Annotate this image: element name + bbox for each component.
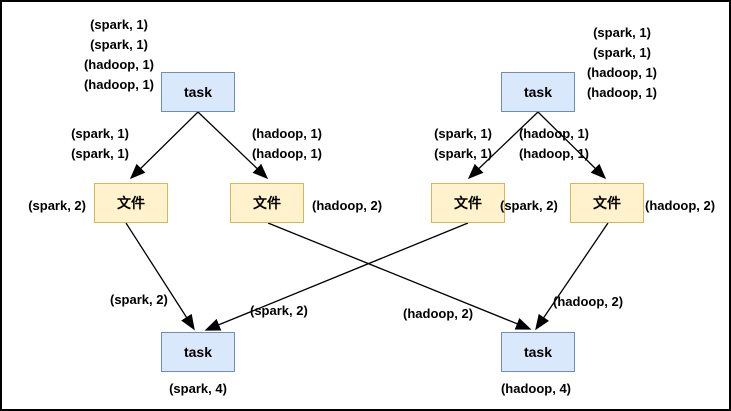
edge-pair: (hadoop, 1) — [251, 146, 323, 161]
input-pairs-right: (spark, 1) (spark, 1) (hadoop, 1) (hadoo… — [572, 23, 672, 103]
edge-pair: (spark, 1) — [434, 146, 492, 161]
edge-pair: (hadoop, 1) — [518, 126, 590, 141]
file-right-2-value-label: (hadoop, 2) — [645, 198, 716, 213]
input-pair: (spark, 1) — [593, 25, 651, 40]
edge-file2-to-task-br — [267, 222, 532, 330]
edge-pair: (hadoop, 1) — [518, 146, 590, 161]
output-label-left: (spark, 4) — [169, 381, 227, 396]
file-left-1-value-label: (spark, 2) — [28, 198, 86, 213]
file-node-right-2: 文件 — [570, 183, 644, 223]
input-pair: (spark, 1) — [90, 17, 148, 32]
input-pair: (hadoop, 1) — [83, 77, 155, 92]
file-right-1-value-label: (spark, 2) — [500, 198, 558, 213]
edge-task-tl-to-file1 — [129, 111, 199, 180]
reduce-edge-label-f1: (spark, 2) — [110, 292, 168, 307]
edge-task-tl-to-file2 — [197, 111, 269, 180]
input-pair: (spark, 1) — [90, 37, 148, 52]
task-node-top-right: task — [501, 72, 575, 112]
map-edge-label-right-hadoop: (hadoop, 1) (hadoop, 1) — [509, 124, 599, 164]
map-edge-label-right-spark: (spark, 1) (spark, 1) — [418, 124, 508, 164]
edge-file4-to-task-br — [535, 222, 609, 331]
output-label-right: (hadoop, 4) — [500, 381, 572, 396]
edge-pair: (spark, 1) — [71, 126, 129, 141]
edge-pair: (hadoop, 1) — [251, 126, 323, 141]
edge-task-tr-to-file3 — [467, 111, 539, 180]
reduce-edge-label-f4: (hadoop, 2) — [553, 294, 624, 309]
edge-pair: (spark, 1) — [71, 146, 129, 161]
task-node-bottom-left: task — [161, 332, 235, 372]
input-pairs-left: (spark, 1) (spark, 1) (hadoop, 1) (hadoo… — [69, 15, 169, 95]
file-node-right-1: 文件 — [431, 183, 505, 223]
reduce-edge-label-f3: (spark, 2) — [250, 303, 308, 318]
reduce-edge-label-f2: (hadoop, 2) — [403, 306, 474, 321]
map-edge-label-left-hadoop: (hadoop, 1) (hadoop, 1) — [242, 124, 332, 164]
file-node-left-2: 文件 — [230, 183, 304, 223]
file-left-2-value-label: (hadoop, 2) — [312, 198, 383, 213]
input-pair: (hadoop, 1) — [586, 65, 658, 80]
task-node-bottom-right: task — [501, 332, 575, 372]
input-pair: (hadoop, 1) — [586, 85, 658, 100]
edge-pair: (spark, 1) — [434, 126, 492, 141]
input-pair: (hadoop, 1) — [83, 57, 155, 72]
task-node-top-left: task — [161, 72, 235, 112]
edge-task-tr-to-file4 — [537, 111, 607, 180]
input-pair: (spark, 1) — [593, 45, 651, 60]
map-edge-label-left-spark: (spark, 1) (spark, 1) — [55, 124, 145, 164]
edge-file1-to-task-bl — [125, 222, 195, 331]
edge-file3-to-task-bl — [204, 222, 469, 331]
file-node-left-1: 文件 — [94, 183, 168, 223]
